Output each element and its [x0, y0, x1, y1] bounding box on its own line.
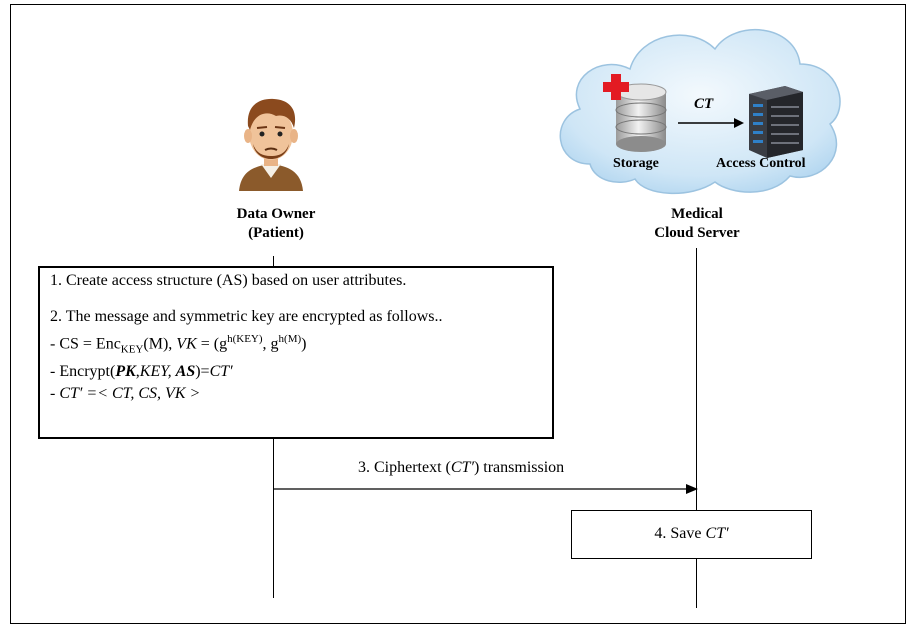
server-title: Medical — [671, 206, 723, 222]
vk-variable: VK — [176, 335, 197, 353]
step-3-label: 3. Ciphertext (CT′) transmission — [358, 459, 564, 477]
step-1-text: 1. Create access structure (AS) based on… — [50, 272, 407, 289]
data-owner-subtitle: (Patient) — [248, 225, 304, 241]
g-exp-key: h(KEY) — [227, 333, 263, 345]
step-2-cs-formula: - CS = EncKEY(M), VK = (gh(KEY), gh(M)) — [50, 333, 307, 356]
storage-database-icon — [615, 83, 667, 152]
server-icon — [749, 86, 803, 158]
g-exp-msg: h(M) — [278, 333, 302, 345]
transmission-arrow — [273, 484, 698, 494]
encrypt-pk: PK — [115, 362, 136, 380]
data-owner-label: Data Owner (Patient) — [196, 205, 356, 243]
server-lifeline-bottom — [696, 558, 697, 608]
step-3-suffix: ) transmission — [473, 459, 565, 476]
step-3-prefix: 3. Ciphertext ( — [358, 459, 451, 476]
encrypt-close: )= — [195, 362, 210, 380]
encrypt-comma: , — [135, 362, 140, 380]
medical-cross-icon — [603, 74, 629, 100]
step-2-ct-prime-formula: - CT′ =< CT, CS, VK > — [50, 384, 201, 402]
server-subtitle: Cloud Server — [654, 225, 740, 241]
step-2-encrypt-formula: - Encrypt(PK,KEY, AS)=CT′ — [50, 361, 542, 383]
step-3-ct: CT′ — [450, 459, 474, 476]
patient-avatar-icon — [239, 98, 303, 191]
step-2-text: 2. The message and symmetric key are enc… — [50, 308, 443, 325]
owner-lifeline — [273, 438, 274, 598]
encrypt-prefix: - Encrypt( — [50, 362, 116, 380]
ct-transfer-arrow — [678, 118, 744, 128]
vk-close: ) — [301, 335, 307, 353]
encrypt-key: KEY, — [139, 362, 176, 380]
server-lifeline — [696, 248, 697, 510]
encrypt-result: CT′ — [209, 362, 233, 380]
data-owner-title: Data Owner — [236, 206, 316, 222]
ct-label: CT — [694, 96, 714, 112]
cs-message: (M), — [143, 335, 177, 353]
medical-cloud-server-label: Medical Cloud Server — [617, 205, 777, 243]
cs-prefix: - CS = — [50, 335, 96, 353]
owner-lifeline-top — [273, 256, 274, 268]
vk-equals: = ( — [196, 335, 220, 353]
encryption-steps-box: 1. Create access structure (AS) based on… — [38, 266, 554, 439]
cs-key-subscript: KEY — [120, 343, 144, 356]
storage-label: Storage — [613, 156, 659, 171]
access-control-label: Access Control — [716, 156, 806, 171]
step-4-ct: CT′ — [705, 525, 729, 542]
step-4-prefix: 4. Save — [654, 525, 706, 542]
save-ct-box: 4. Save CT′ — [571, 510, 812, 559]
encrypt-as: AS — [175, 362, 196, 380]
